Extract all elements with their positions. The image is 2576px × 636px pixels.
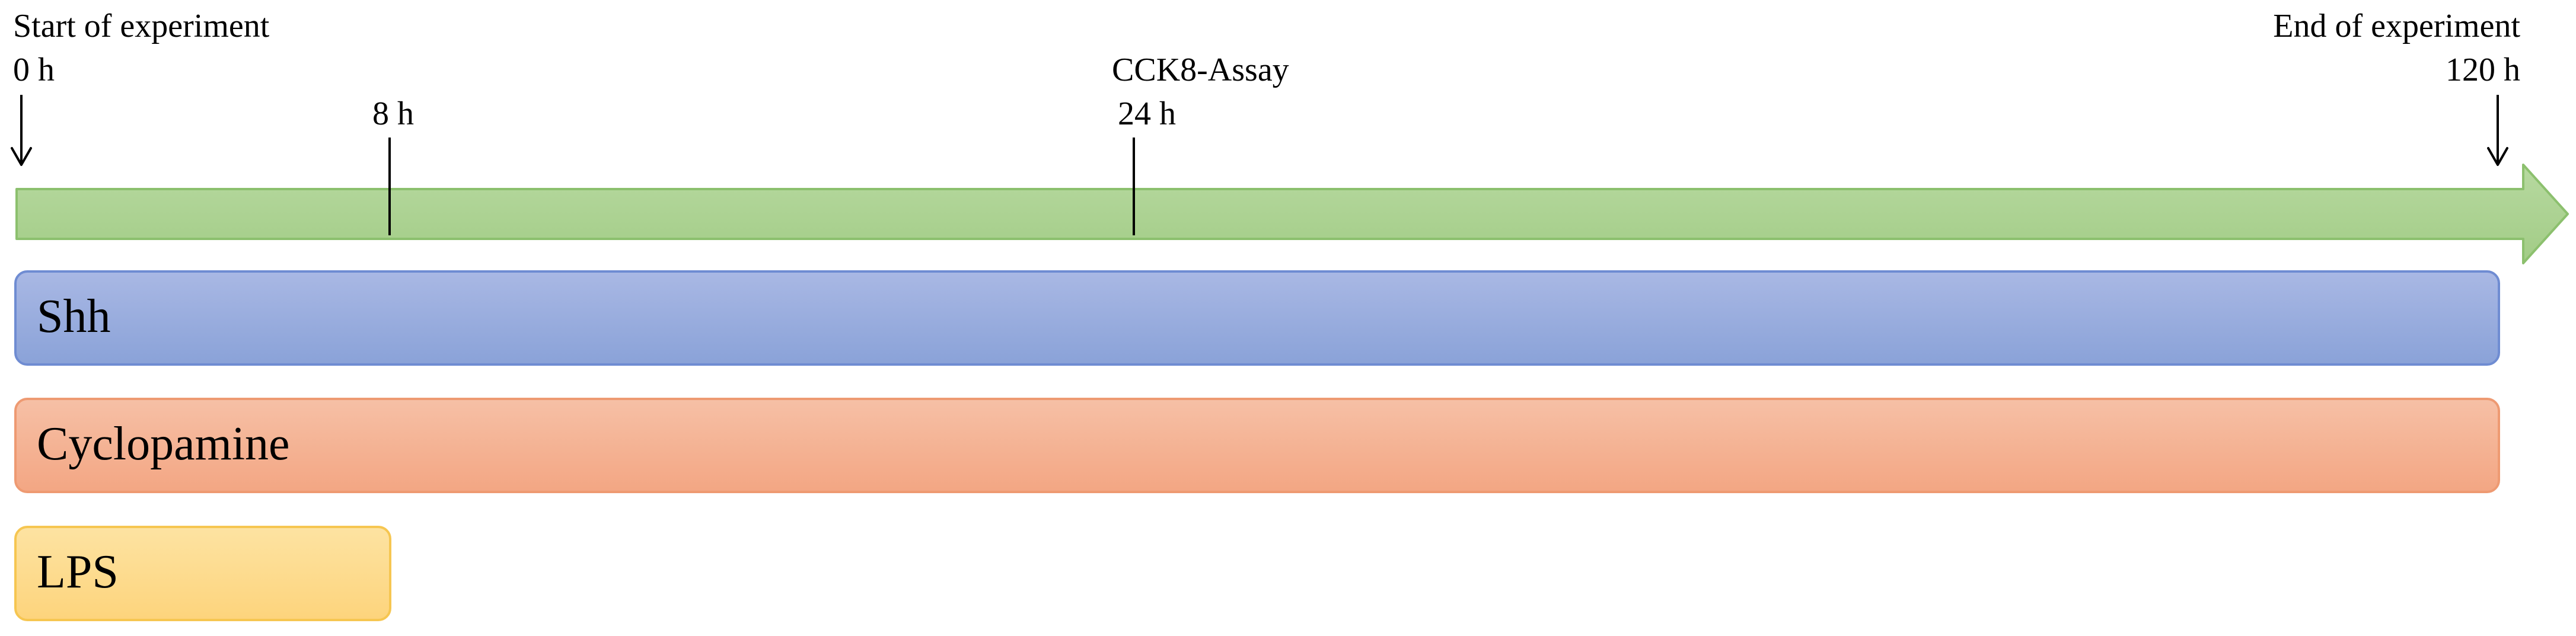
start-of-experiment-label: Start of experiment bbox=[13, 8, 270, 44]
treatment-label-lps: LPS bbox=[37, 546, 119, 598]
end-of-experiment-label: End of experiment bbox=[2273, 8, 2520, 44]
start-down-arrow-icon bbox=[11, 95, 32, 166]
end-time-label: 120 h bbox=[2446, 52, 2520, 88]
time-marker-24h-label: 24 h bbox=[1118, 95, 1176, 132]
cck8-assay-label: CCK8-Assay bbox=[1112, 52, 1289, 88]
treatment-bar-cyclopamine: Cyclopamine bbox=[14, 398, 2500, 493]
treatment-bar-shh: Shh bbox=[14, 270, 2500, 366]
timeline-arrow bbox=[15, 164, 2569, 264]
treatment-label-cyclopamine: Cyclopamine bbox=[37, 418, 290, 470]
time-marker-8h-label: 8 h bbox=[372, 95, 414, 132]
end-down-arrow-icon bbox=[2487, 95, 2508, 166]
treatment-label-shh: Shh bbox=[37, 290, 111, 343]
start-time-label: 0 h bbox=[13, 52, 55, 88]
treatment-bar-lps: LPS bbox=[14, 526, 391, 621]
